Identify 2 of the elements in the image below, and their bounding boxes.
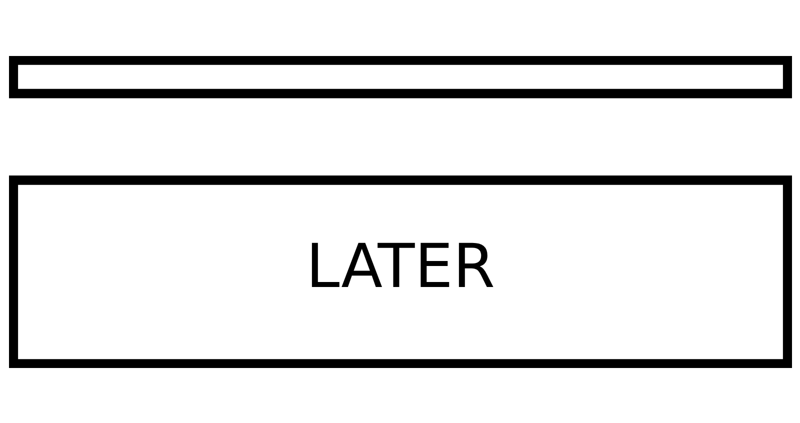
node-bar bbox=[8, 56, 792, 98]
node-box: LATER bbox=[8, 174, 792, 368]
